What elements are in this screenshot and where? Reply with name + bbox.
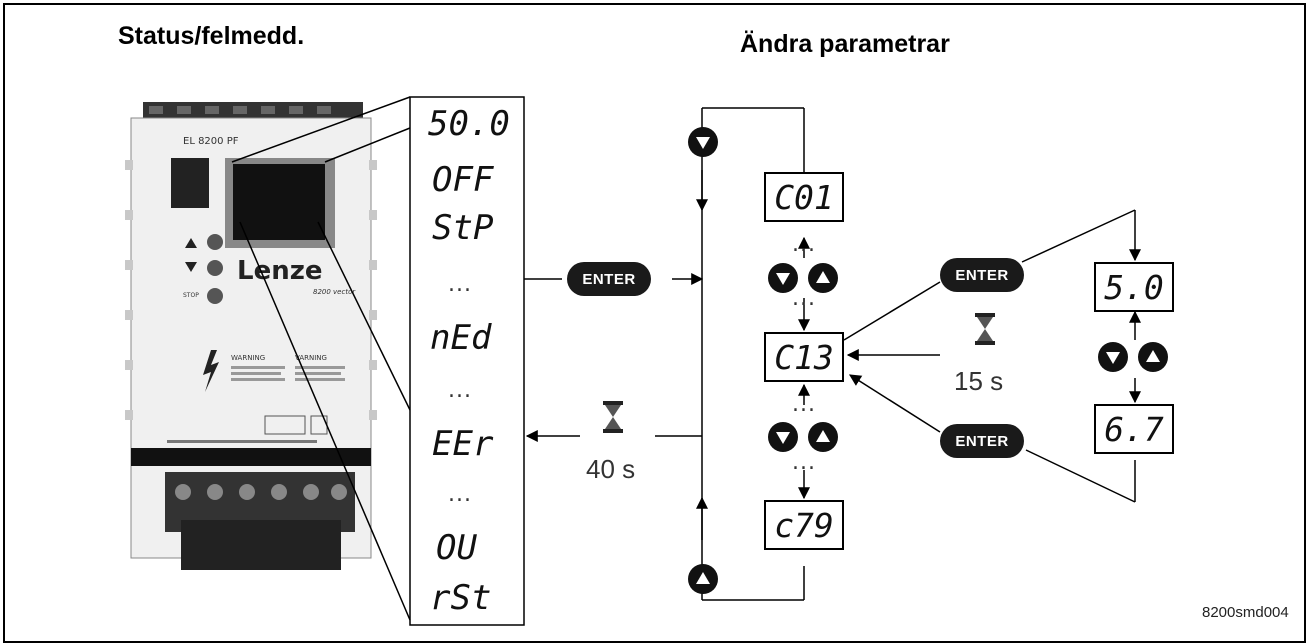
triangle-down-icon [776, 432, 790, 444]
device-sub-label: 8200 vector [313, 288, 356, 296]
status-frequency: 50.0 [428, 104, 510, 144]
heading-change-parameters: Ändra parametrar [740, 30, 950, 58]
connector-lines [231, 96, 1141, 626]
display-c79: c79 [764, 500, 844, 550]
down-button[interactable] [768, 422, 798, 452]
hourglass-icon [602, 400, 624, 439]
device-illustration: EL 8200 PF Lenze 8200 vector STOP WARNIN… [125, 100, 377, 600]
param-ellipsis: ... [792, 392, 816, 417]
down-button[interactable] [1098, 342, 1128, 372]
display-value-2: 6.7 [1094, 404, 1174, 454]
timer-40s: 40 s [586, 454, 636, 484]
up-button[interactable] [1138, 342, 1168, 372]
status-stop: StP [432, 208, 494, 248]
display-c01: C01 [764, 172, 844, 222]
enter-button-save[interactable]: ENTER [940, 424, 1024, 458]
triangle-up-icon [696, 572, 710, 584]
status-eer: EEr [432, 424, 494, 464]
down-button[interactable] [688, 127, 718, 157]
device-warning-en: WARNING [231, 354, 266, 362]
status-ellipsis: ... [448, 272, 472, 297]
timer-15s: 15 s [954, 366, 1004, 396]
status-ellipsis: ... [448, 482, 472, 507]
device-stop-label: STOP [183, 292, 199, 299]
up-button[interactable] [808, 263, 838, 293]
triangle-up-icon [816, 271, 830, 283]
display-c13: C13 [764, 332, 844, 382]
heading-status: Status/felmedd. [118, 22, 305, 50]
triangle-down-icon [696, 137, 710, 149]
up-button[interactable] [688, 564, 718, 594]
device-brand-logo: Lenze [237, 256, 323, 286]
triangle-down-icon [776, 273, 790, 285]
display-value-1: 5.0 [1094, 262, 1174, 312]
device-model-label: EL 8200 PF [183, 136, 239, 147]
param-ellipsis: ... [792, 450, 816, 475]
status-ou: OU [436, 528, 477, 568]
status-ned: nEd [430, 318, 492, 358]
figure-id: 8200smd004 [1202, 604, 1289, 621]
triangle-down-icon [1106, 352, 1120, 364]
hourglass-icon [974, 312, 996, 351]
triangle-up-icon [816, 430, 830, 442]
enter-button[interactable]: ENTER [567, 262, 651, 296]
status-ellipsis: ... [448, 378, 472, 403]
param-ellipsis: ... [792, 286, 816, 311]
down-button[interactable] [768, 263, 798, 293]
device-warning-sv: VARNING [295, 354, 327, 362]
status-rst: rSt [430, 578, 492, 618]
up-button[interactable] [808, 422, 838, 452]
enter-button-confirm[interactable]: ENTER [940, 258, 1024, 292]
status-off: OFF [432, 160, 494, 200]
triangle-up-icon [1146, 350, 1160, 362]
param-ellipsis: ... [792, 232, 816, 257]
